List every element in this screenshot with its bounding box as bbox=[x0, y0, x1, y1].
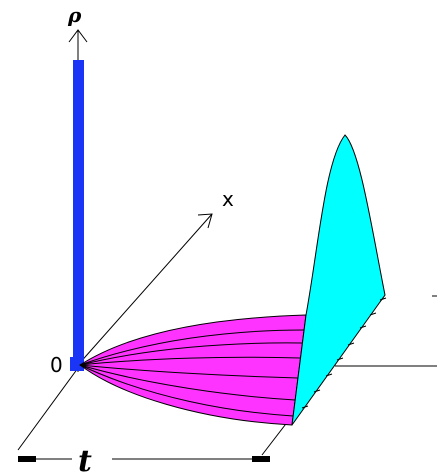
magenta-curve-2 bbox=[79, 342, 303, 366]
t-dimension-cap-right bbox=[252, 456, 270, 462]
rho-axis-arrowhead bbox=[68, 29, 88, 43]
t-dimension-cap-left bbox=[18, 456, 36, 462]
magenta-curve-3 bbox=[79, 356, 301, 366]
rho-bar bbox=[73, 60, 84, 370]
origin-marker bbox=[70, 357, 84, 371]
x-axis-arrowhead bbox=[197, 213, 213, 229]
rho-label: ρ bbox=[67, 3, 82, 27]
t-label: t bbox=[78, 444, 92, 476]
x-axis-label: x bbox=[222, 187, 234, 211]
magenta-curve-6 bbox=[79, 364, 294, 417]
x-axis bbox=[77, 213, 213, 366]
magenta-curve-1 bbox=[79, 329, 305, 366]
t-label-bg bbox=[72, 446, 112, 472]
right-diagonal-ticks bbox=[301, 297, 387, 409]
magenta-curve-4 bbox=[79, 364, 299, 379]
magenta-curve-5 bbox=[79, 364, 296, 401]
magenta-surface bbox=[79, 314, 307, 426]
origin-label: 0 bbox=[50, 353, 63, 377]
guide-line-lower bbox=[17, 367, 79, 451]
cyan-surface bbox=[291, 134, 386, 426]
